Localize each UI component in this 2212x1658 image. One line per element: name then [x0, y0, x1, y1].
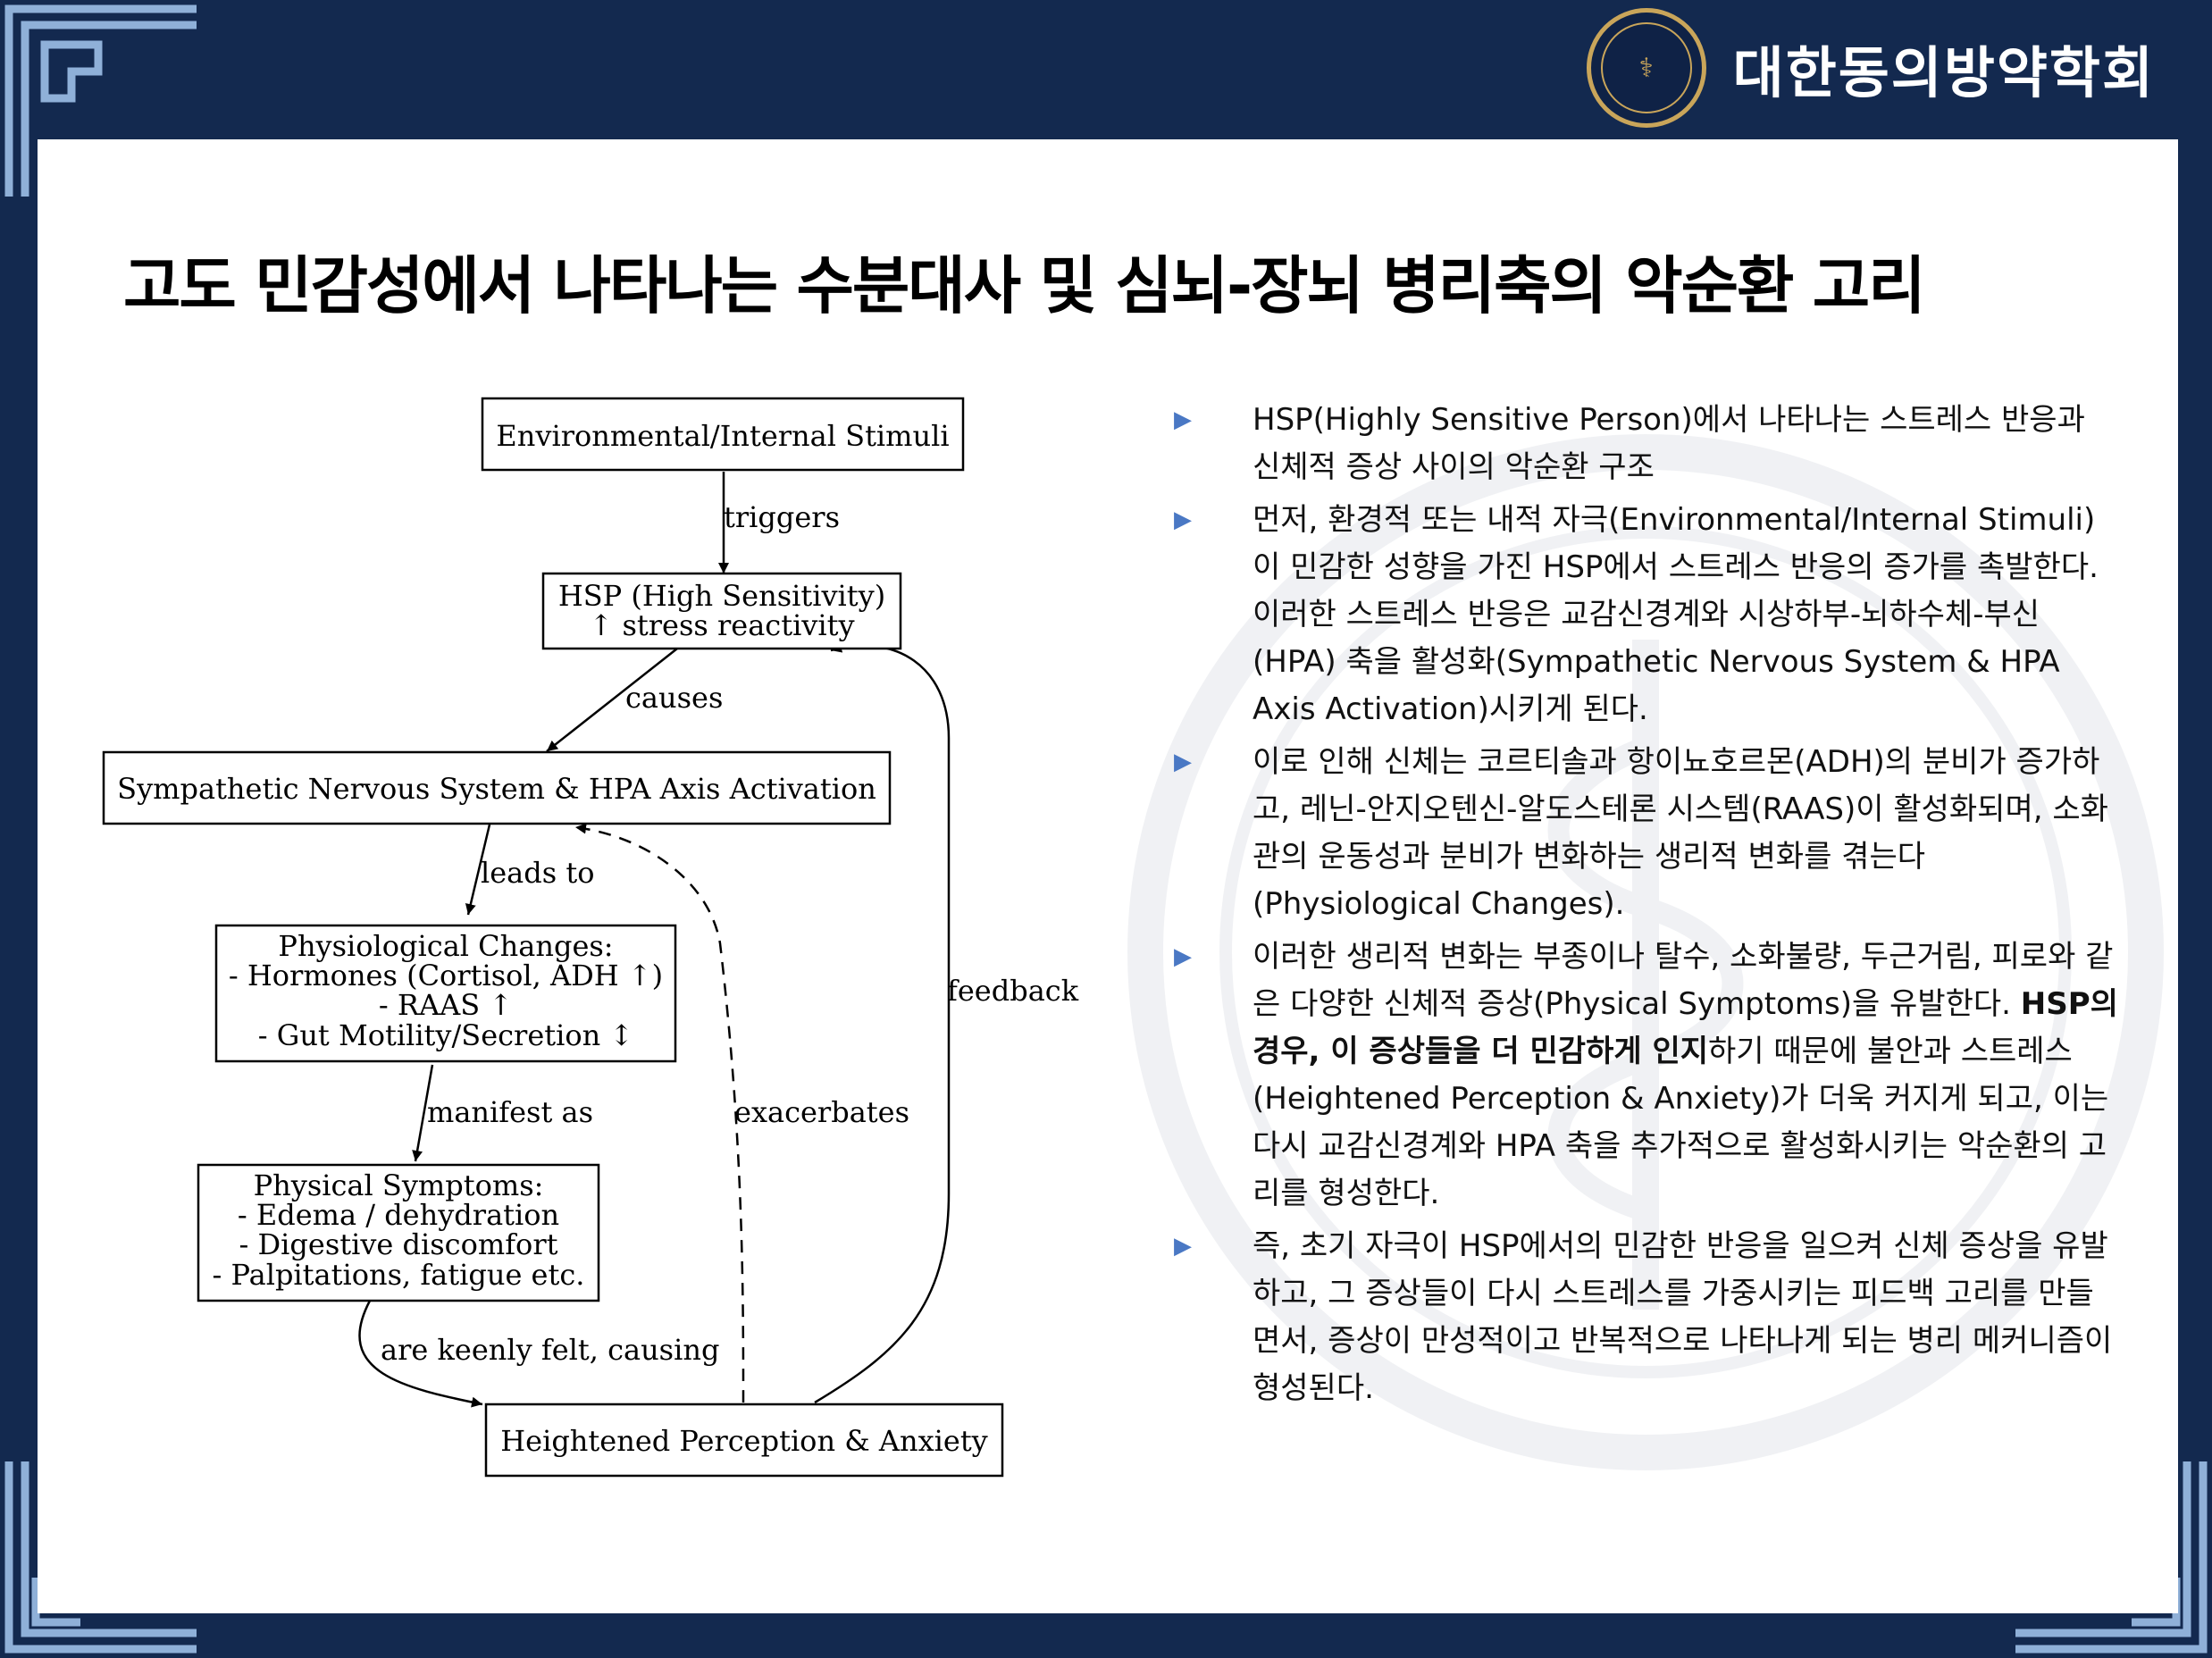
- node-stimuli-label: Environmental/Internal Stimuli: [496, 419, 949, 453]
- node-hsp-label-2: ↑ stress reactivity: [589, 608, 854, 642]
- bullet-triangle-icon: ▶: [1174, 749, 1192, 775]
- flow-diagram: Environmental/Internal Stimuli HSP (High…: [102, 397, 1079, 1478]
- bullet-triangle-icon: ▶: [1174, 406, 1192, 433]
- edge-manifest-as: [412, 1064, 434, 1162]
- node-physio-label-3: - RAAS ↑: [379, 988, 513, 1022]
- slide-title: 고도 민감성에서 나타나는 수분대사 및 심뇌-장뇌 병리축의 악순환 고리: [123, 249, 1926, 322]
- node-symptoms-box: [197, 1163, 600, 1302]
- node-symptoms-label-2: - Edema / dehydration: [238, 1198, 559, 1232]
- bullet-item: ▶ HSP(Highly Sensitive Person)에서 나타나는 스트…: [1119, 397, 2119, 491]
- node-physio-label-4: - Gut Motility/Secretion ↕: [258, 1018, 633, 1052]
- node-symptoms-label-1: Physical Symptoms:: [254, 1168, 544, 1202]
- bullet-item: ▶ 이로 인해 신체는 코르티솔과 항이뇨호르몬(ADH)의 분비가 증가하고,…: [1119, 739, 2119, 928]
- organization-name: 대한동의방약학회: [1732, 40, 2155, 105]
- society-seal-icon: ⚕: [1586, 8, 1706, 128]
- node-symptoms-label-4: - Palpitations, fatigue etc.: [213, 1258, 585, 1292]
- node-hsp-box: [541, 572, 902, 650]
- node-symptoms-label-3: - Digestive discomfort: [239, 1227, 558, 1261]
- node-physio-label-1: Physiological Changes:: [278, 929, 613, 963]
- explanation-list: ▶ HSP(Highly Sensitive Person)에서 나타나는 스트…: [1119, 397, 2119, 1418]
- node-physio-box: [214, 924, 677, 1063]
- edge-keenly-felt: [358, 1300, 483, 1408]
- bullet-triangle-icon: ▶: [1174, 1233, 1192, 1260]
- edge-exacerbates: [574, 823, 745, 1403]
- edge-leads-to: [465, 824, 491, 916]
- node-perception-label: Heightened Perception & Anxiety: [500, 1424, 988, 1458]
- edge-label-manifest-as: manifest as: [427, 1095, 593, 1129]
- bullet-item: ▶ 이러한 생리적 변화는 부종이나 탈수, 소화불량, 두근거림, 피로와 같…: [1119, 934, 2119, 1218]
- node-hsp-label-1: HSP (High Sensitivity): [558, 579, 885, 613]
- corner-ornament-bottom-left: [4, 1461, 197, 1654]
- edge-label-leads-to: leads to: [481, 856, 594, 890]
- bullet-item: ▶ 즉, 초기 자극이 HSP에서의 민감한 반응을 일으켜 신체 증상을 유발…: [1119, 1223, 2119, 1412]
- slide-panel: 고도 민감성에서 나타나는 수분대사 및 심뇌-장뇌 병리축의 악순환 고리 E…: [38, 139, 2178, 1613]
- bullet-triangle-icon: ▶: [1174, 943, 1192, 970]
- edge-label-feedback: feedback: [947, 974, 1079, 1008]
- header-logo: ⚕ 대한동의방약학회: [1586, 8, 2155, 128]
- node-sns-label: Sympathetic Nervous System & HPA Axis Ac…: [117, 772, 876, 806]
- bullet-triangle-icon: ▶: [1174, 507, 1192, 533]
- edge-feedback: [814, 642, 951, 1404]
- corner-ornament-top-left: [4, 4, 197, 197]
- node-physio-label-2: - Hormones (Cortisol, ADH ↑): [229, 959, 663, 992]
- node-perception-box: [484, 1403, 1004, 1478]
- node-sns-box: [102, 750, 892, 825]
- edge-label-causes: causes: [625, 681, 723, 715]
- bullet-item: ▶ 먼저, 환경적 또는 내적 자극(Environmental/Interna…: [1119, 497, 2119, 733]
- node-stimuli-box: [481, 397, 965, 472]
- edge-causes: [546, 648, 678, 752]
- edge-label-triggers: triggers: [724, 500, 840, 534]
- caduceus-icon: ⚕: [1600, 22, 1692, 113]
- edge-label-keenly-felt: are keenly felt, causing: [381, 1333, 719, 1367]
- edge-label-exacerbates: exacerbates: [734, 1095, 909, 1129]
- emphasis-text: HSP의 경우, 이 증상들을 더 민감하게 인지: [1253, 986, 2118, 1069]
